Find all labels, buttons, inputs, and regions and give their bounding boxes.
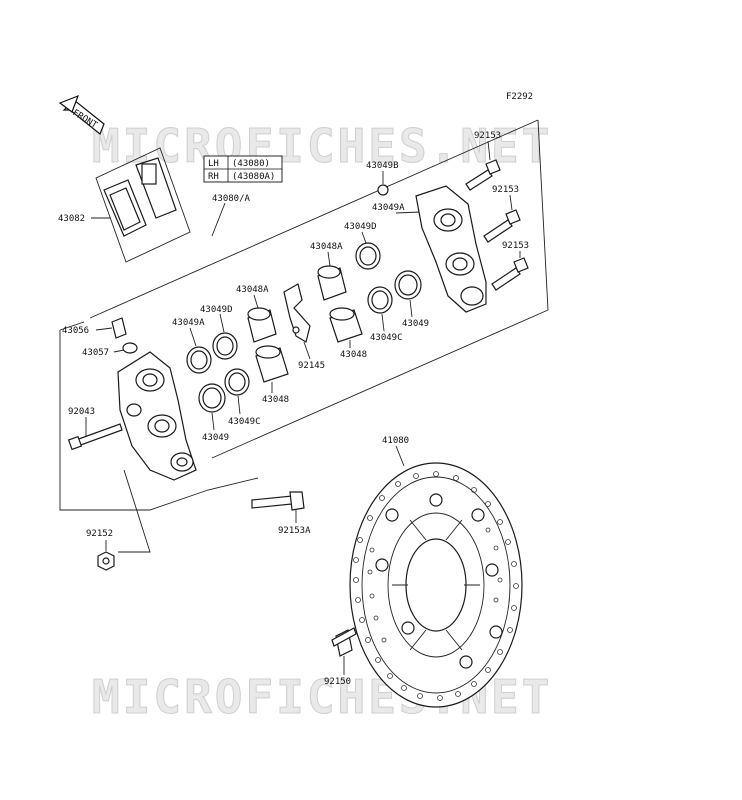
diagram-code: F2292	[506, 92, 533, 102]
legend-part-rh: (43080A)	[232, 172, 275, 182]
label-92153-bottom: 92153	[502, 241, 529, 251]
label-43049-right: 43049	[402, 319, 429, 329]
leader-43049A-right	[395, 211, 421, 214]
label-43080A: 43080/A	[212, 194, 251, 204]
seal-43049C-right	[367, 286, 393, 314]
nut-92152	[97, 551, 115, 571]
brake-pads	[103, 157, 177, 237]
leader-43049D-right	[361, 231, 367, 244]
leader-92153-top	[487, 140, 491, 161]
leader-43049C-right	[381, 313, 385, 332]
brake-pad-box	[95, 147, 191, 263]
label-43049-left: 43049	[202, 433, 229, 443]
label-43057: 43057	[82, 348, 109, 358]
label-92043: 92043	[68, 407, 95, 417]
leader-92152-caliper	[118, 469, 151, 553]
bolt-92043	[67, 423, 123, 451]
bleeder-cap	[113, 342, 138, 354]
pad-spring-92145	[283, 283, 311, 343]
seal-43049-left	[198, 383, 226, 413]
left-caliper-body	[117, 351, 197, 481]
right-caliper-body	[415, 185, 487, 313]
piston-43048A-left	[247, 307, 277, 343]
label-43049B: 43049B	[366, 161, 399, 171]
label-92153A: 92153A	[278, 526, 311, 536]
legend-side-rh: RH	[208, 172, 219, 182]
front-arrow-icon: FRONT	[58, 94, 105, 135]
leader-92145	[303, 341, 311, 360]
label-43049D-left: 43049D	[200, 305, 233, 315]
caliper-group-outline-right	[537, 119, 549, 311]
label-43049C-right: 43049C	[370, 333, 403, 343]
seal-43049D-right	[355, 242, 381, 270]
label-92145: 92145	[298, 361, 325, 371]
label-43049A-left: 43049A	[172, 318, 205, 328]
leader-43049D-left	[219, 313, 225, 333]
leader-43048A-left	[253, 294, 259, 309]
bolt-92153-top	[465, 159, 501, 191]
label-43048A-left: 43048A	[236, 285, 269, 295]
leader-43049-right	[409, 299, 413, 318]
bolt-92153A	[251, 491, 305, 511]
seal-43049-right	[394, 270, 422, 300]
bolt-92153-bottom	[491, 257, 529, 291]
watermark-top: MICROFICHES.NET	[92, 119, 552, 173]
label-92150: 92150	[324, 677, 351, 687]
legend-side-lh: LH	[208, 159, 219, 169]
caliper-group-outline-diagonal-bottom	[211, 309, 549, 459]
legend-part-lh: (43080)	[232, 159, 270, 169]
label-92153-middle: 92153	[492, 185, 519, 195]
bolt-92153-middle	[483, 209, 521, 243]
leader-41080	[395, 445, 405, 467]
brake-disc-41080	[349, 462, 523, 708]
seal-43049D-left	[212, 332, 238, 360]
bleeder-valve	[95, 317, 127, 339]
label-43056: 43056	[62, 326, 89, 336]
seal-43049C-left	[224, 368, 250, 396]
label-41080: 41080	[382, 436, 409, 446]
o-ring-43049B	[377, 184, 389, 196]
piston-43048-right	[329, 307, 363, 343]
seal-43049A-left	[186, 346, 212, 374]
piston-43048-left	[255, 345, 289, 383]
leader-43049-left	[211, 412, 215, 431]
label-92153-top: 92153	[474, 131, 501, 141]
leader-43049C-left	[237, 395, 241, 415]
label-43048A-right: 43048A	[310, 242, 343, 252]
leader-43048A-right	[327, 251, 331, 267]
label-92152: 92152	[86, 529, 113, 539]
leader-92153-middle	[509, 194, 513, 211]
piston-43048A-right	[317, 265, 347, 301]
label-43048-left: 43048	[262, 395, 289, 405]
label-43048-right: 43048	[340, 350, 367, 360]
caliper-group-outline-top	[59, 321, 85, 331]
leader-43080A	[211, 202, 226, 237]
disc-bolt-92150	[331, 627, 357, 657]
caliper-group-outline-left	[59, 330, 259, 511]
leader-43049A-left	[189, 327, 197, 347]
lh-rh-legend: LH (43080) RH (43080A)	[203, 155, 283, 183]
label-43049D-right: 43049D	[344, 222, 377, 232]
label-43049A-right: 43049A	[372, 203, 405, 213]
label-43082: 43082	[58, 214, 85, 224]
caliper-group-outline-diagonal-top	[89, 119, 539, 319]
label-43049C-left: 43049C	[228, 417, 261, 427]
